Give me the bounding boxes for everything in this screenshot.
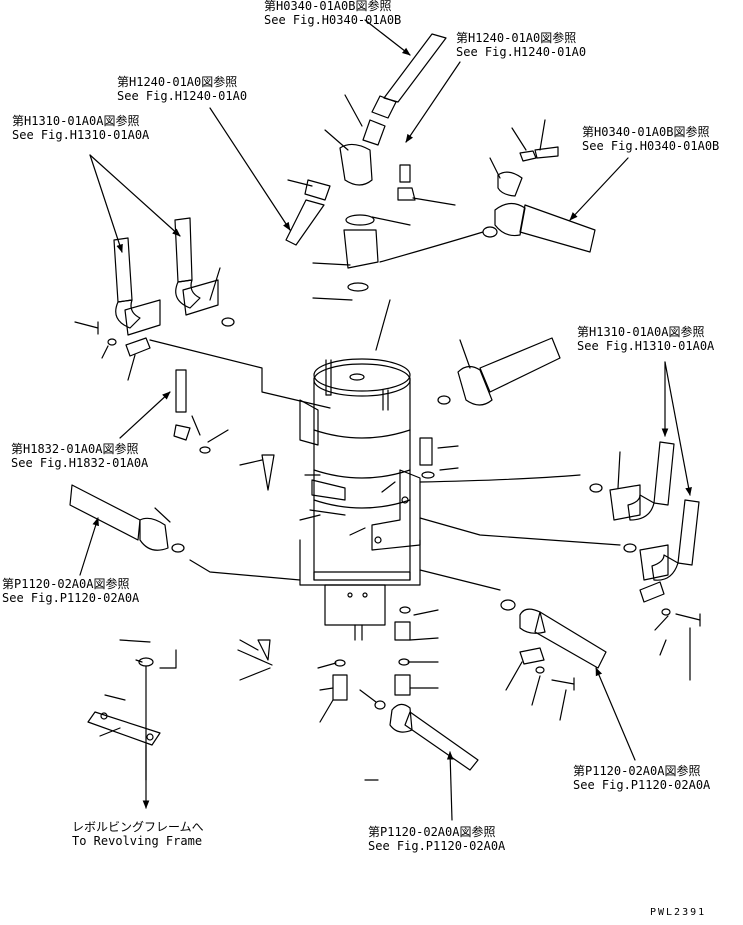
drawing-code: PWL2391 [650,907,707,918]
callout-en: See Fig.H1310-01A0A [577,339,715,353]
callout-p1120-bottom: 第P1120-02A0A図参照 See Fig.P1120-02A0A [368,825,505,853]
bottom-fittings [238,607,478,770]
callout-p1120-left: 第P1120-02A0A図参照 See Fig.P1120-02A0A [2,577,139,605]
callout-en: See Fig.H1832-01A0A [11,456,149,470]
callout-h1310-right: 第H1310-01A0A図参照 See Fig.H1310-01A0A [577,325,714,353]
callout-h0340-right: 第H0340-01A0B図参照 See Fig.H0340-01A0B [582,125,719,153]
callout-jp: 第H1832-01A0A図参照 [11,442,139,456]
callout-en: See Fig.H0340-01A0B [264,13,402,27]
callout-jp: レボルビングフレームへ [72,820,204,834]
callout-en: See Fig.H1240-01A0 [117,89,248,103]
left-hose-assembly [75,218,330,408]
callout-en: See Fig.H0340-01A0B [582,139,720,153]
callout-revolving-frame: レボルビングフレームへ To Revolving Frame [72,820,204,848]
callout-jp: 第H1310-01A0A図参照 [577,325,705,339]
callout-en: To Revolving Frame [72,834,203,848]
callout-jp: 第H0340-01A0B図参照 [582,125,710,139]
callout-en: See Fig.P1120-02A0A [368,839,506,853]
callout-jp: 第P1120-02A0A図参照 [573,764,701,778]
callout-h1240-left: 第H1240-01A0図参照 See Fig.H1240-01A0 [117,75,247,103]
callout-jp: 第P1120-02A0A図参照 [368,825,496,839]
left-elbow-fitting [174,370,274,490]
callout-p1120-right: 第P1120-02A0A図参照 See Fig.P1120-02A0A [573,764,710,792]
swivel-joint-body [300,359,420,640]
callout-h1240-right: 第H1240-01A0図参照 See Fig.H1240-01A0 [456,31,586,59]
mounting-plate [88,640,176,780]
callout-en: See Fig.H1240-01A0 [456,45,587,59]
callout-jp: 第H1310-01A0A図参照 [12,114,140,128]
leader-lines [80,20,692,820]
right-lower-pipe [420,570,606,690]
callout-h0340-top: 第H0340-01A0B図参照 See Fig.H0340-01A0B [264,0,401,27]
right-center-flange [420,338,580,482]
callout-h1832-left: 第H1832-01A0A図参照 See Fig.H1832-01A0A [11,442,148,470]
callout-h1310-left: 第H1310-01A0A図参照 See Fig.H1310-01A0A [12,114,149,142]
callout-en: See Fig.P1120-02A0A [2,591,140,605]
callout-jp: 第H0340-01A0B図参照 [264,0,392,13]
callout-en: See Fig.P1120-02A0A [573,778,711,792]
callout-jp: 第P1120-02A0A図参照 [2,577,130,591]
callout-jp: 第H1240-01A0図参照 [117,75,238,89]
callout-jp: 第H1240-01A0図参照 [456,31,577,45]
right-hose-assembly [420,442,700,626]
left-lower-pipe [70,485,300,580]
right-top-hose-assembly [380,147,595,262]
callout-en: See Fig.H1310-01A0A [12,128,150,142]
top-hose-assembly [286,34,446,291]
